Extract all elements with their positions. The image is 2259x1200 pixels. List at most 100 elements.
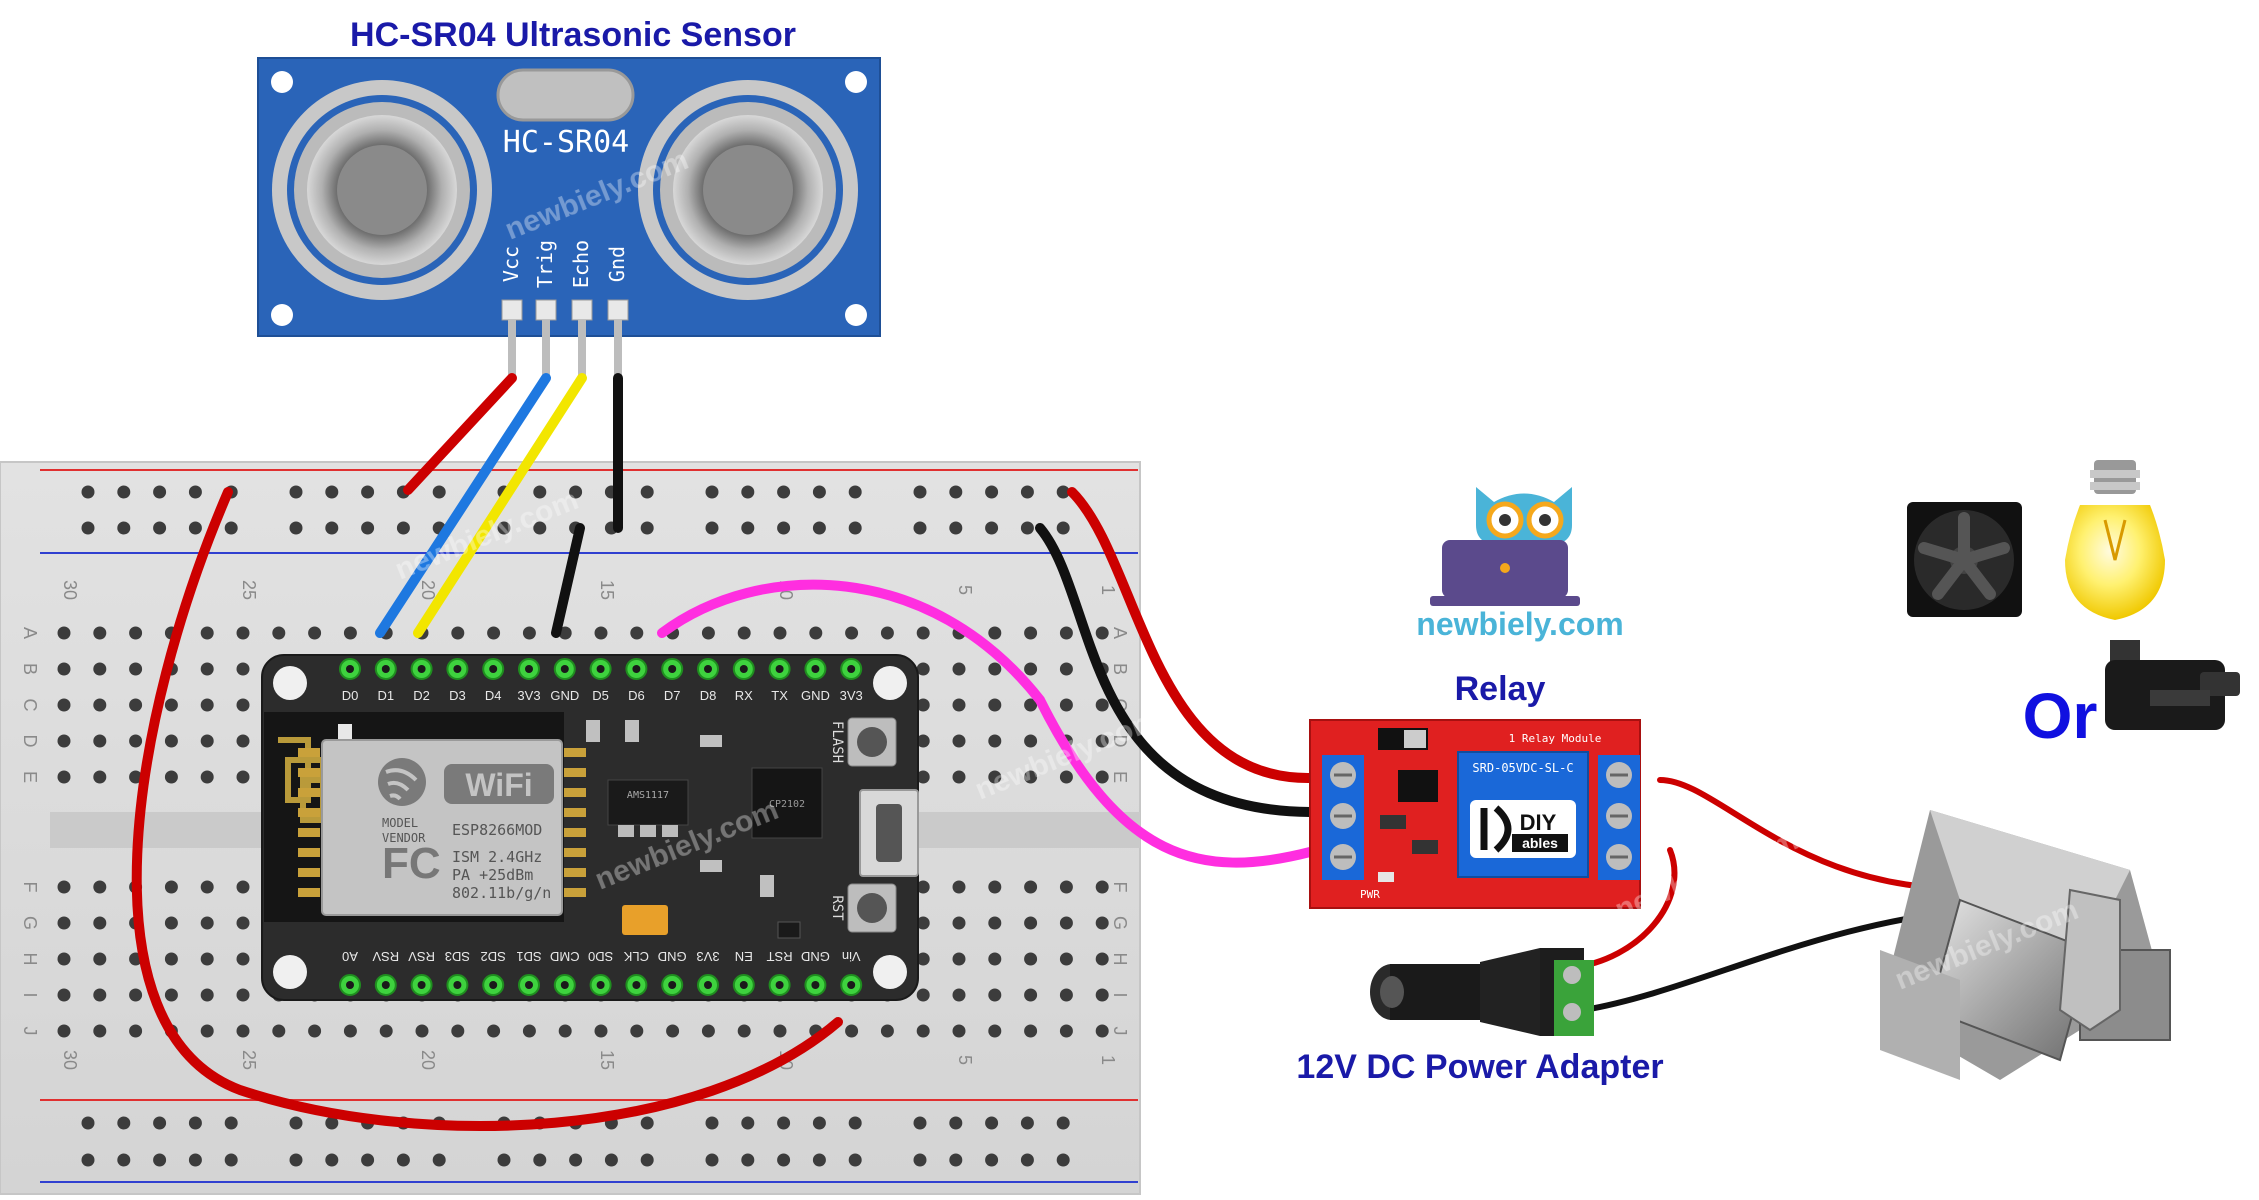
relay-module: SRD-05VDC-SL-C DIY ables PWR 1 Relay Mod… — [1309, 719, 1641, 909]
column-number: 25 — [239, 1050, 259, 1070]
breadboard-hole — [1024, 952, 1038, 966]
breadboard-hole — [1024, 916, 1038, 930]
row-letter-left: E — [20, 771, 40, 783]
breadboard-hole — [737, 1024, 751, 1038]
esp-bottom-pin-label: RST — [767, 949, 793, 964]
column-number: 5 — [955, 1055, 975, 1065]
rail-hole — [913, 1153, 927, 1167]
breadboard-hole — [558, 1024, 572, 1038]
esp-bottom-pin-label: A0 — [342, 949, 358, 964]
rail-hole — [432, 485, 446, 499]
breadboard-hole — [988, 734, 1002, 748]
module-text-power: PA +25dBm — [452, 866, 533, 884]
esp-top-pin-label: TX — [771, 688, 788, 703]
breadboard-hole — [880, 1024, 894, 1038]
breadboard-hole — [988, 952, 1002, 966]
breadboard-hole — [773, 626, 787, 640]
rail-hole — [325, 485, 339, 499]
breadboard-hole — [200, 988, 214, 1002]
rail-hole — [985, 1153, 999, 1167]
breadboard-hole — [236, 626, 250, 640]
column-number: 25 — [239, 580, 259, 600]
wire-signal-pink — [657, 579, 1315, 868]
esp-bottom-pin-label: SD0 — [588, 949, 613, 964]
rail-hole — [949, 1153, 963, 1167]
rail-hole — [289, 485, 303, 499]
row-letter-left: C — [20, 699, 40, 712]
rail-hole — [812, 485, 826, 499]
relay-title: Relay — [1455, 670, 1546, 708]
wire-relay-gnd-black — [1035, 523, 1315, 817]
breadboard-hole — [57, 626, 71, 640]
breadboard-hole — [988, 880, 1002, 894]
rail-hole — [289, 521, 303, 535]
module-text-band: ISM 2.4GHz — [452, 848, 542, 866]
column-number: 30 — [60, 1050, 80, 1070]
breadboard-hole — [916, 988, 930, 1002]
rail-hole — [1020, 1116, 1034, 1130]
column-number: 20 — [418, 580, 438, 600]
breadboard-hole — [57, 734, 71, 748]
esp-top-pin-label: D2 — [413, 688, 430, 703]
solenoid-lock — [1880, 810, 2171, 1080]
breadboard-hole — [200, 770, 214, 784]
breadboard-hole — [1024, 662, 1038, 676]
row-letter-left: H — [20, 953, 40, 966]
esp-bottom-pin-label: RSV — [408, 949, 435, 964]
rail-hole — [153, 1153, 167, 1167]
rail-hole — [1020, 1153, 1034, 1167]
breadboard-hole — [164, 988, 178, 1002]
breadboard-hole — [236, 662, 250, 676]
breadboard-hole — [952, 770, 966, 784]
row-letter-right: G — [1110, 916, 1130, 930]
rail-hole — [188, 521, 202, 535]
newbiely-owl-logo-icon — [1430, 487, 1580, 606]
esp-bottom-pin-label: RSV — [372, 949, 399, 964]
rail-hole — [777, 1153, 791, 1167]
row-letter-left: G — [20, 916, 40, 930]
wifi-badge — [444, 764, 554, 804]
rail-hole — [640, 485, 654, 499]
breadboard-hole — [129, 770, 143, 784]
breadboard-hole — [57, 770, 71, 784]
breadboard-hole — [164, 698, 178, 712]
breadboard-hole — [1059, 880, 1073, 894]
wire-echo-yellow — [413, 373, 587, 638]
esp-bottom-pin-label: CLK — [623, 949, 649, 964]
rail-hole — [569, 485, 583, 499]
wires — [131, 373, 1993, 1132]
breadboard-hole — [594, 626, 608, 640]
breadboard-hole — [880, 626, 894, 640]
sensor-pin-label: Echo — [569, 240, 593, 288]
rail-hole — [432, 1153, 446, 1167]
breadboard-hole — [93, 626, 107, 640]
breadboard-hole — [93, 698, 107, 712]
esp-top-pin-label: D4 — [485, 688, 502, 703]
breadboard-hole — [630, 1024, 644, 1038]
breadboard-hole — [93, 880, 107, 894]
rail-hole — [777, 521, 791, 535]
breadboard-hole — [236, 880, 250, 894]
breadboard-hole — [164, 770, 178, 784]
breadboard-hole — [845, 1024, 859, 1038]
rail-hole — [325, 1116, 339, 1130]
rail-hole — [325, 521, 339, 535]
esp-bottom-pin-label: CMD — [550, 949, 580, 964]
sensor-pin-pad — [535, 299, 557, 321]
breadboard-hole — [1059, 770, 1073, 784]
breadboard-hole — [737, 626, 751, 640]
breadboard-hole — [129, 734, 143, 748]
rail-hole — [913, 485, 927, 499]
rail-hole — [81, 1116, 95, 1130]
wire-relay-vcc-red — [1067, 487, 1315, 784]
breadboard-hole — [236, 952, 250, 966]
mount-hole — [273, 666, 307, 700]
row-letter-right: J — [1110, 1027, 1130, 1036]
esp-bottom-pin-label: Vin — [842, 949, 861, 964]
rail-hole — [497, 521, 511, 535]
esp-bottom-pin-label: 3V3 — [696, 949, 719, 964]
breadboard-hole — [236, 734, 250, 748]
breadboard-hole — [1059, 662, 1073, 676]
rail-hole — [1020, 485, 1034, 499]
